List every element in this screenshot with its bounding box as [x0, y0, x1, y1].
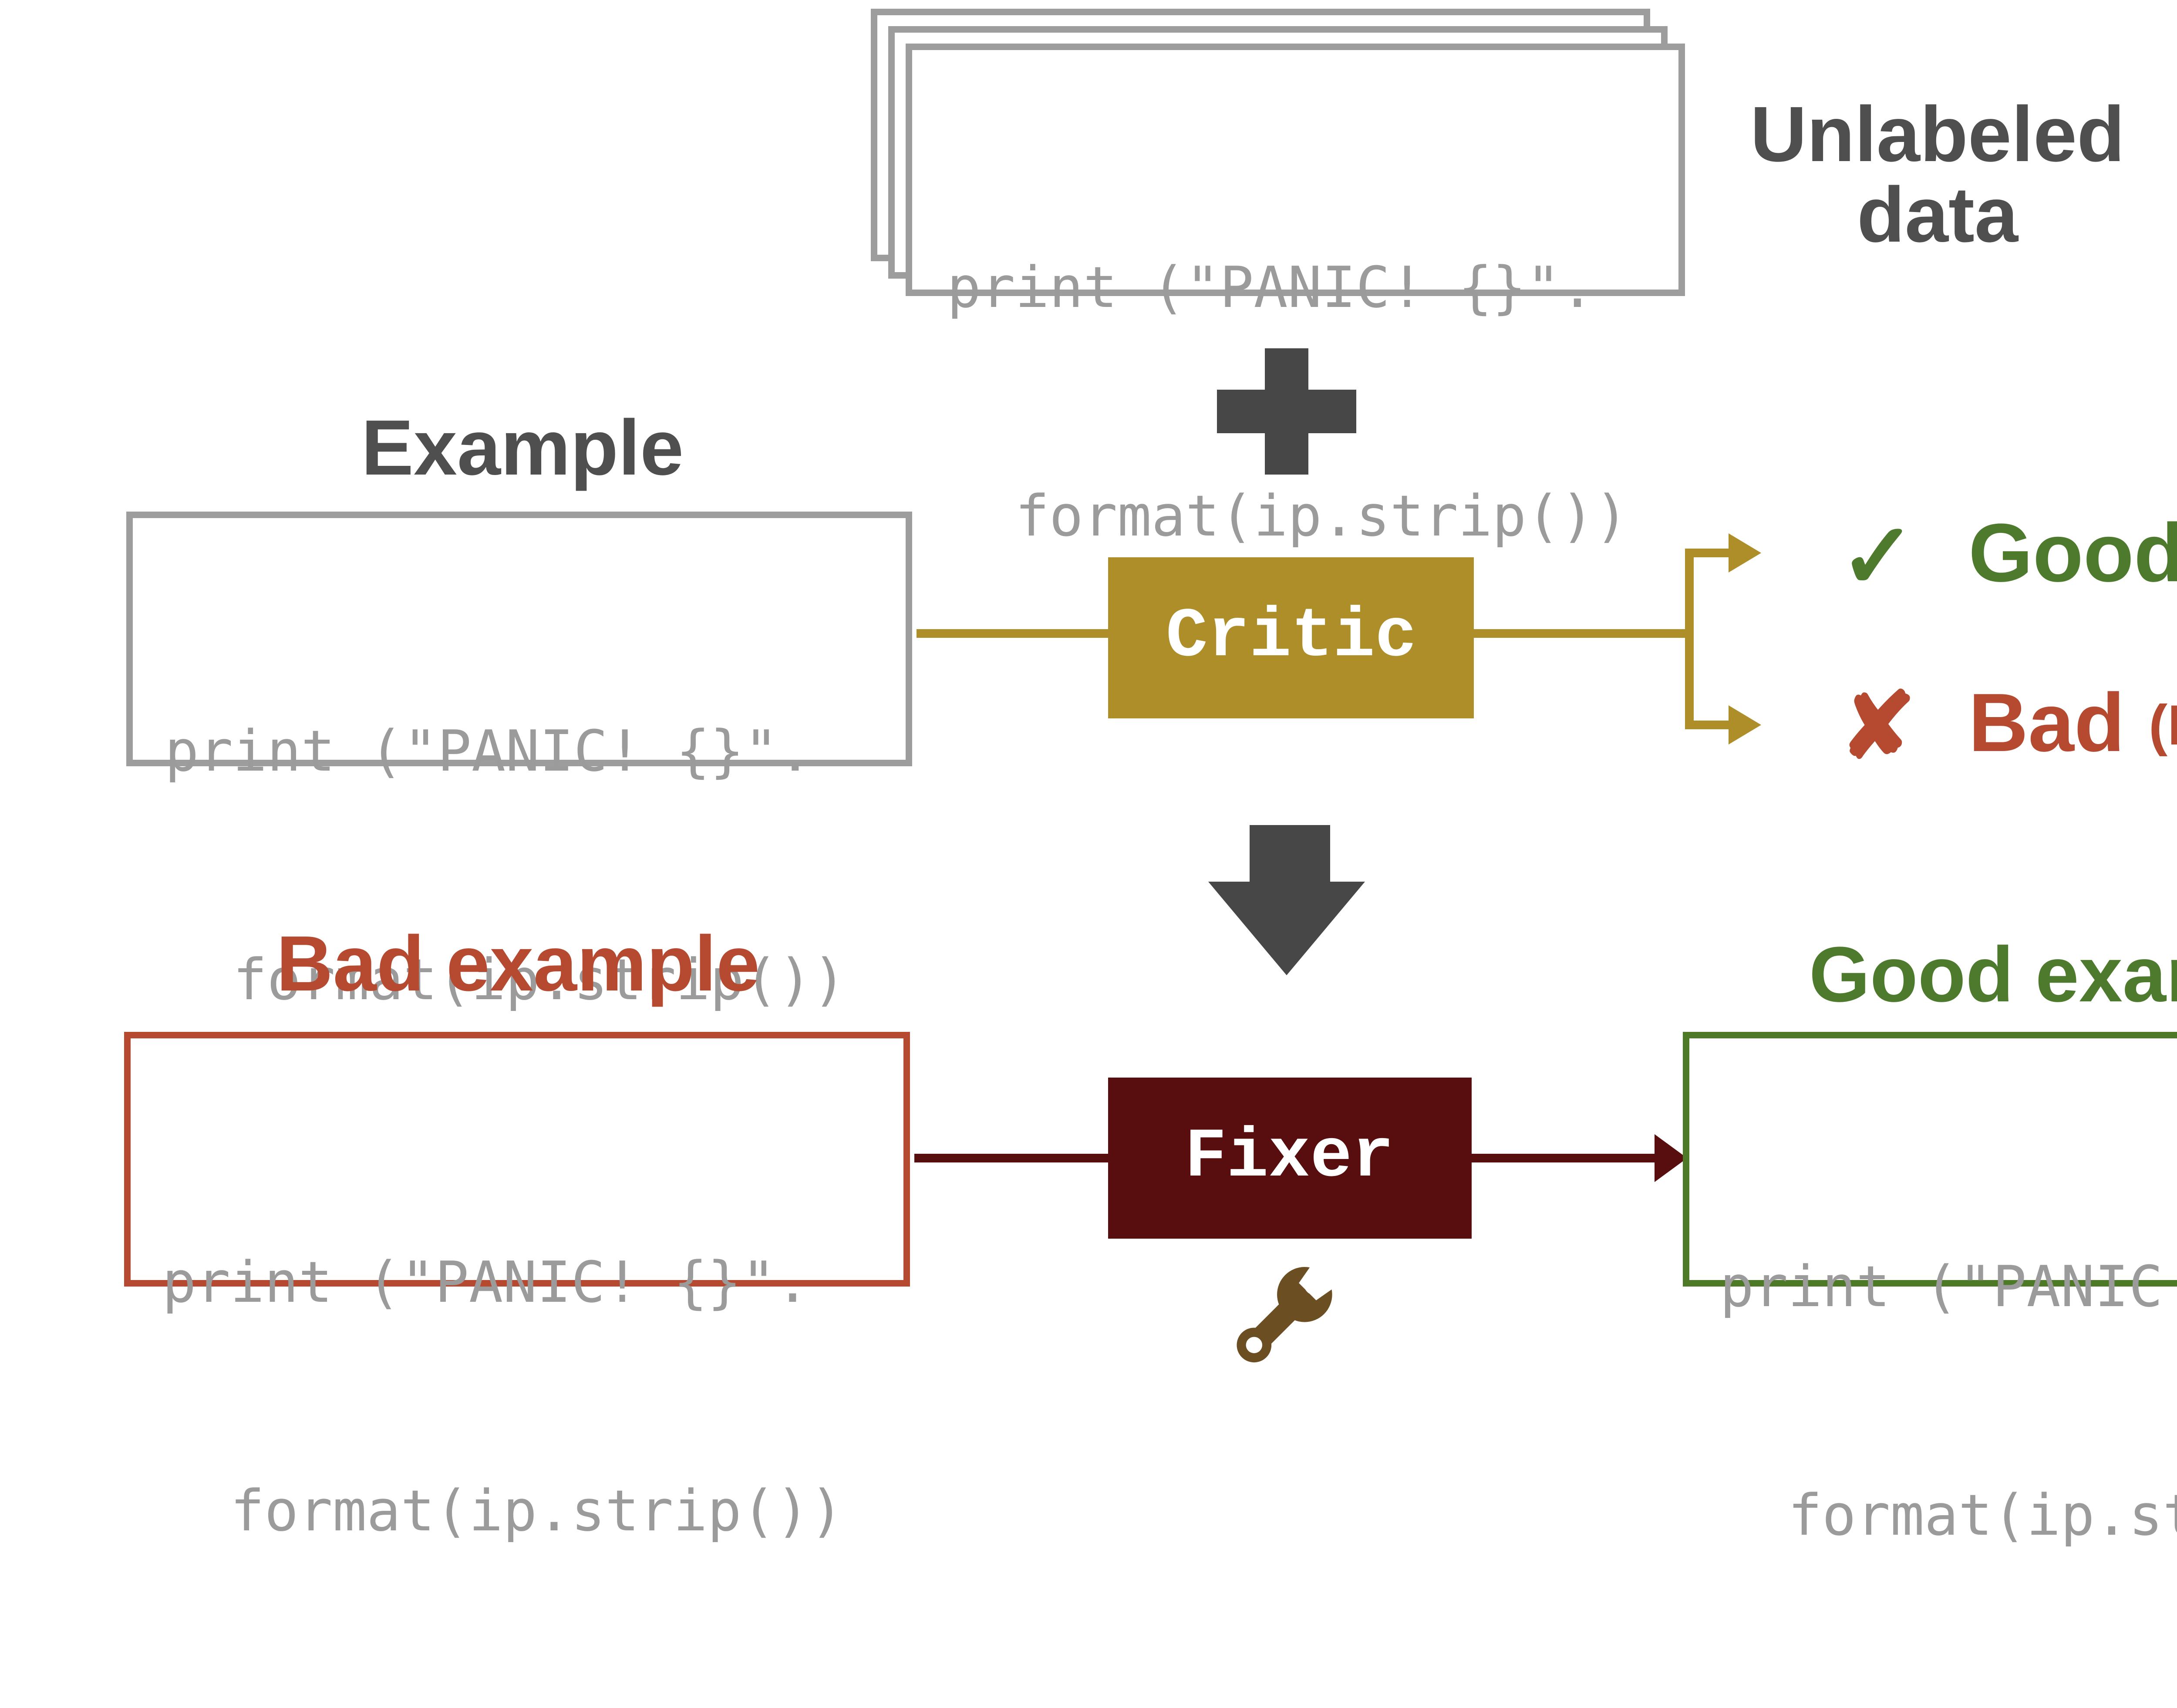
good-word: Good [1968, 508, 2177, 600]
example-code-line1: print ("PANIC! {}". [165, 719, 812, 785]
bad-example-label: Bad example [276, 919, 760, 1008]
plus-vertical-bar [1265, 348, 1308, 475]
fork-top-stub [1694, 547, 1729, 556]
fixer-box: Fixer [1107, 1078, 1472, 1238]
fork-bottom-stub [1694, 721, 1729, 729]
down-arrow-shaft [1248, 825, 1329, 882]
unlabeled-data-line1: Unlabeled [1750, 89, 2125, 179]
unlabeled-data-line2: data [1857, 170, 2019, 259]
fixer-output-line [1472, 1154, 1655, 1162]
card-code-line1: print ("PANIC! {}". [947, 257, 1595, 322]
example-code-box: print ("PANIC! {}". format(ip.strip()) [125, 510, 912, 1014]
card-code-line2: format(ip.strip()) [947, 485, 1629, 551]
fixer-label: Fixer [1185, 1117, 1394, 1198]
unlabeled-card-front: print ("PANIC! {}". format(ip.strip()) [906, 44, 1685, 551]
bad-code-line1: print ("PANIC! {}". [162, 1252, 810, 1317]
bad-example-code-box: print ("PANIC! {}". format(ip.strip()) [123, 1032, 909, 1546]
critic-label: Critic [1166, 597, 1417, 678]
unlabeled-data-label: Unlabeled data [1720, 94, 2155, 255]
critic-input-line [917, 628, 1108, 637]
down-arrow-head [1208, 882, 1365, 975]
arrowhead-to-good-icon [1729, 532, 1761, 572]
arrowhead-to-good-example-icon [1655, 1134, 1687, 1182]
good-example-code-box: print ("PANIC! {}". format(ip.strip())) [1683, 1031, 2177, 1549]
bad-word: Bad [1968, 678, 2125, 770]
down-arrow-icon [1208, 825, 1367, 975]
plus-icon [1217, 348, 1356, 475]
critic-box: Critic [1108, 558, 1475, 718]
bad-note: (Error!) [2149, 691, 2177, 757]
cross-icon: ✘ [1840, 674, 1917, 776]
outcome-bad: ✘ Bad (Error!) [1840, 674, 2177, 776]
check-icon: ✓ [1840, 504, 1917, 606]
wrench-icon [1237, 1254, 1345, 1363]
good-example-label: Good example [1809, 930, 2177, 1019]
good-code-line2: format(ip.strip())) [1720, 1479, 2177, 1556]
diagram-canvas: print ("PANIC! {}". format(ip.strip()) U… [123, 9, 2177, 1549]
outcome-good: ✓ Good (No error) [1840, 504, 2177, 606]
arrowhead-to-bad-icon [1729, 705, 1761, 745]
good-code-line2-pre: format(ip.strip()) [1788, 1483, 2177, 1549]
critic-output-line [1474, 628, 1689, 637]
example-code-line2: format(ip.strip()) [165, 948, 846, 1014]
fixer-input-line [913, 1154, 1107, 1162]
bad-code-line2: format(ip.strip()) [162, 1480, 844, 1546]
critic-fork-line [1685, 547, 1694, 729]
example-label: Example [361, 403, 684, 492]
good-code-line1: print ("PANIC! {}". [1720, 1255, 2177, 1321]
